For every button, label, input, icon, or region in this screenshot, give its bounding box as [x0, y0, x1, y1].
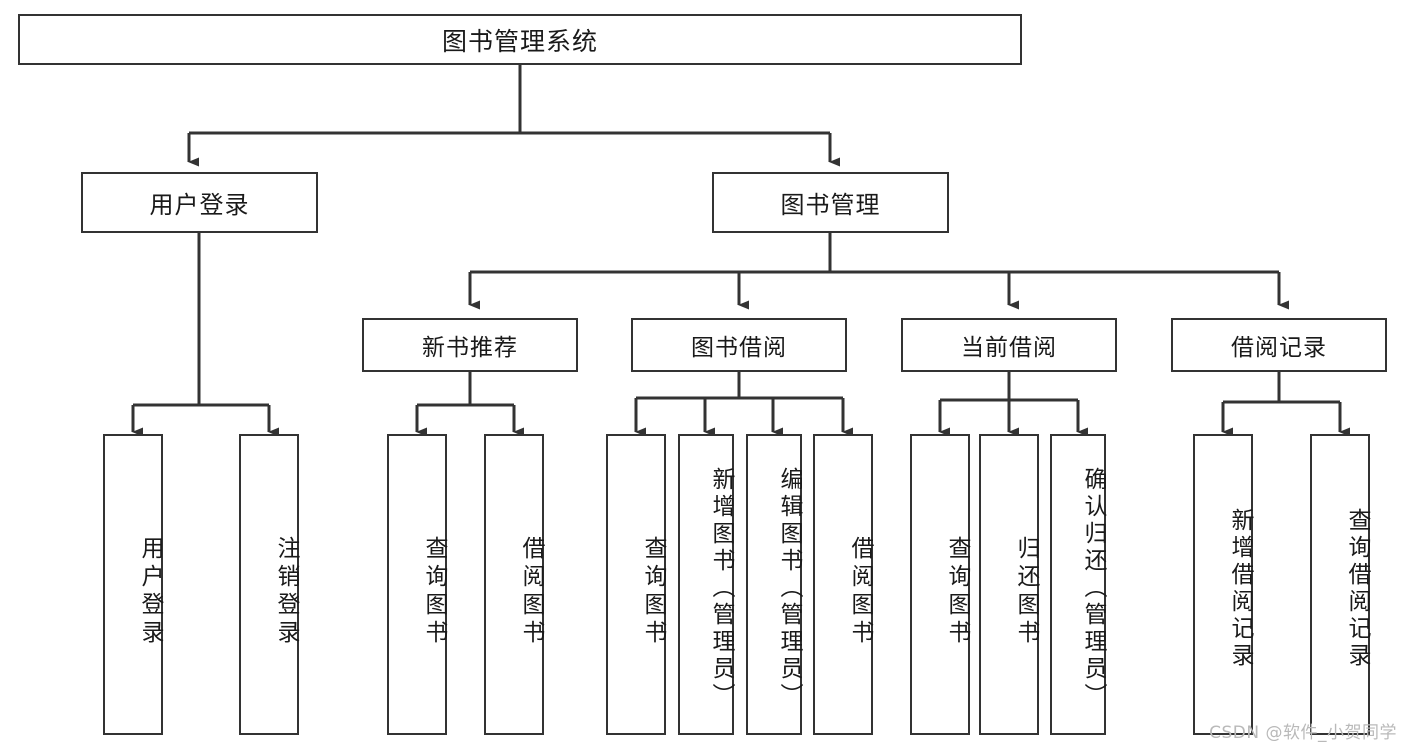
node-new-book-recommend[interactable]: 新书推荐 [362, 318, 578, 372]
leaf-new-book-borrow[interactable]: 借阅图书 [484, 434, 544, 735]
leaf-user-login-logout[interactable]: 注销登录 [239, 434, 299, 735]
leaf-new-book-query[interactable]: 查询图书 [387, 434, 447, 735]
leaf-current-borrow-confirm-return[interactable]: 确认归还（管理员） [1050, 434, 1106, 735]
leaf-user-login-login[interactable]: 用户登录 [103, 434, 163, 735]
leaf-current-borrow-query[interactable]: 查询图书 [910, 434, 970, 735]
node-book-manage[interactable]: 图书管理 [712, 172, 949, 233]
leaf-borrow-record-query[interactable]: 查询借阅记录 [1310, 434, 1370, 735]
node-book-borrow[interactable]: 图书借阅 [631, 318, 847, 372]
leaf-borrow-record-add[interactable]: 新增借阅记录 [1193, 434, 1253, 735]
csdn-watermark: CSDN @软件_小贺同学 [1209, 723, 1397, 743]
leaf-current-borrow-return[interactable]: 归还图书 [979, 434, 1039, 735]
node-current-borrow[interactable]: 当前借阅 [901, 318, 1117, 372]
leaf-book-borrow-edit[interactable]: 编辑图书（管理员） [746, 434, 802, 735]
leaf-book-borrow-query[interactable]: 查询图书 [606, 434, 666, 735]
leaf-book-borrow-lend[interactable]: 借阅图书 [813, 434, 873, 735]
node-borrow-record[interactable]: 借阅记录 [1171, 318, 1387, 372]
node-user-login[interactable]: 用户登录 [81, 172, 318, 233]
leaf-book-borrow-add[interactable]: 新增图书（管理员） [678, 434, 734, 735]
node-root[interactable]: 图书管理系统 [18, 14, 1022, 65]
